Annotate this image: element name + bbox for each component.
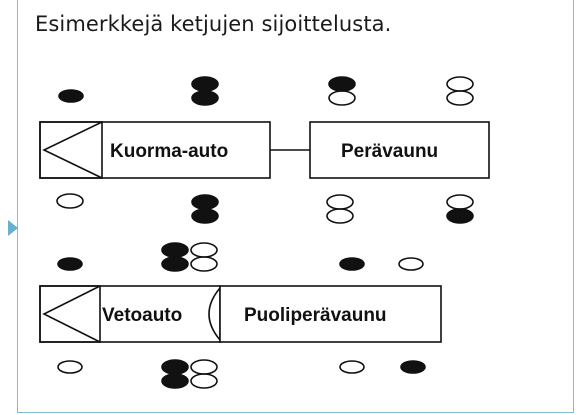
wheel-chained-icon (57, 257, 83, 271)
wheel-plain-icon (190, 256, 218, 272)
truck-trailer-diagram (39, 76, 490, 224)
truck-label: Kuorma-auto (110, 141, 228, 162)
wheel-plain-icon (326, 194, 354, 210)
figure-caption: Esimerkkejä ketjujen sijoittelusta. (35, 12, 392, 36)
wheel-chained-icon (446, 208, 474, 224)
truck-cab (39, 121, 103, 179)
wheel-chained-icon (191, 208, 219, 224)
wheel-plain-icon (446, 194, 474, 210)
tractor-semitrailer-diagram (39, 242, 442, 389)
semitrailer-label: Puoliperävaunu (244, 305, 387, 326)
wheel-plain-icon (326, 208, 354, 224)
trailer-label: Perävaunu (341, 141, 438, 162)
tractor-cab (39, 285, 101, 343)
semitrailer-body (219, 285, 442, 343)
wheel-chained-icon (161, 242, 189, 258)
wheel-chained-icon (191, 194, 219, 210)
coupling-curve (208, 287, 221, 341)
wheel-chained-icon (161, 373, 189, 389)
wheel-chained-icon (191, 76, 219, 92)
wheel-chained-icon (339, 257, 365, 271)
wheel-plain-icon (446, 90, 474, 106)
wheel-plain-icon (190, 359, 218, 375)
wheel-chained-icon (328, 76, 356, 92)
wheel-plain-icon (339, 360, 365, 374)
wheel-chained-icon (191, 90, 219, 106)
wheel-plain-icon (57, 360, 83, 374)
callout-pointer-icon (8, 220, 18, 236)
cab-triangle-icon (42, 285, 101, 343)
cab-triangle-icon (42, 121, 103, 179)
tractor-label: Vetoauto (102, 305, 182, 326)
wheel-plain-icon (328, 90, 356, 106)
wheel-plain-icon (190, 373, 218, 389)
tractor-body (39, 285, 221, 343)
wheel-chained-icon (161, 256, 189, 272)
wheel-chained-icon (161, 359, 189, 375)
wheel-plain-icon (56, 193, 84, 209)
wheel-chained-icon (400, 360, 426, 374)
wheel-plain-icon (190, 242, 218, 258)
wheel-chained-icon (58, 89, 84, 103)
content-frame (17, 0, 574, 413)
trailer-body (309, 121, 490, 179)
truck-body (39, 121, 271, 179)
wheel-plain-icon (398, 257, 424, 271)
wheel-plain-icon (446, 76, 474, 92)
